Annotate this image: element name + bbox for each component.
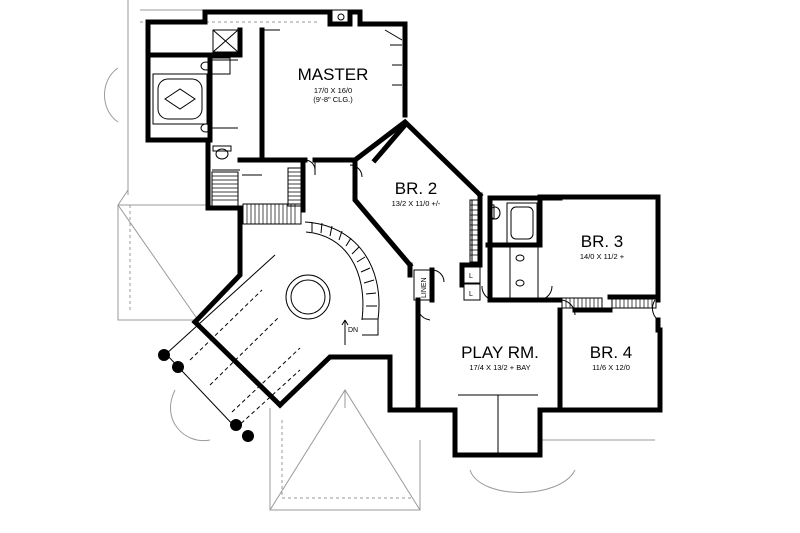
bay-porch (158, 254, 301, 442)
closet-label-b: L (469, 291, 473, 298)
br3-label: BR. 3 (581, 232, 624, 251)
walls (145, 9, 663, 458)
column (242, 430, 254, 442)
br2-label: BR. 2 (395, 179, 438, 198)
play-label: PLAY RM. (461, 343, 539, 362)
roof-lines (104, 0, 655, 511)
column (158, 349, 170, 361)
br4-size: 11/6 X 12/0 (592, 363, 630, 372)
master-size: 17/0 X 16/0 (314, 86, 352, 95)
master-label: MASTER (298, 65, 369, 84)
closet-shelves (211, 167, 657, 309)
stair-down-label: DN (348, 327, 358, 334)
br4-label: BR. 4 (590, 343, 633, 362)
linen-label: LINEN (421, 277, 428, 298)
play-size: 17/4 X 13/2 + BAY (469, 363, 530, 372)
fixtures (152, 9, 659, 455)
room-labels: MASTER 17/0 X 16/0 (9'-8" CLG.) BR. 2 13… (298, 65, 633, 372)
column (230, 419, 242, 431)
br2-size: 13/2 X 11/0 +/- (392, 199, 441, 208)
br3-size: 14/0 X 11/2 + (580, 252, 625, 261)
closet-label-a: L (469, 273, 473, 280)
column (172, 361, 184, 373)
master-ceiling: (9'-8" CLG.) (313, 95, 353, 104)
